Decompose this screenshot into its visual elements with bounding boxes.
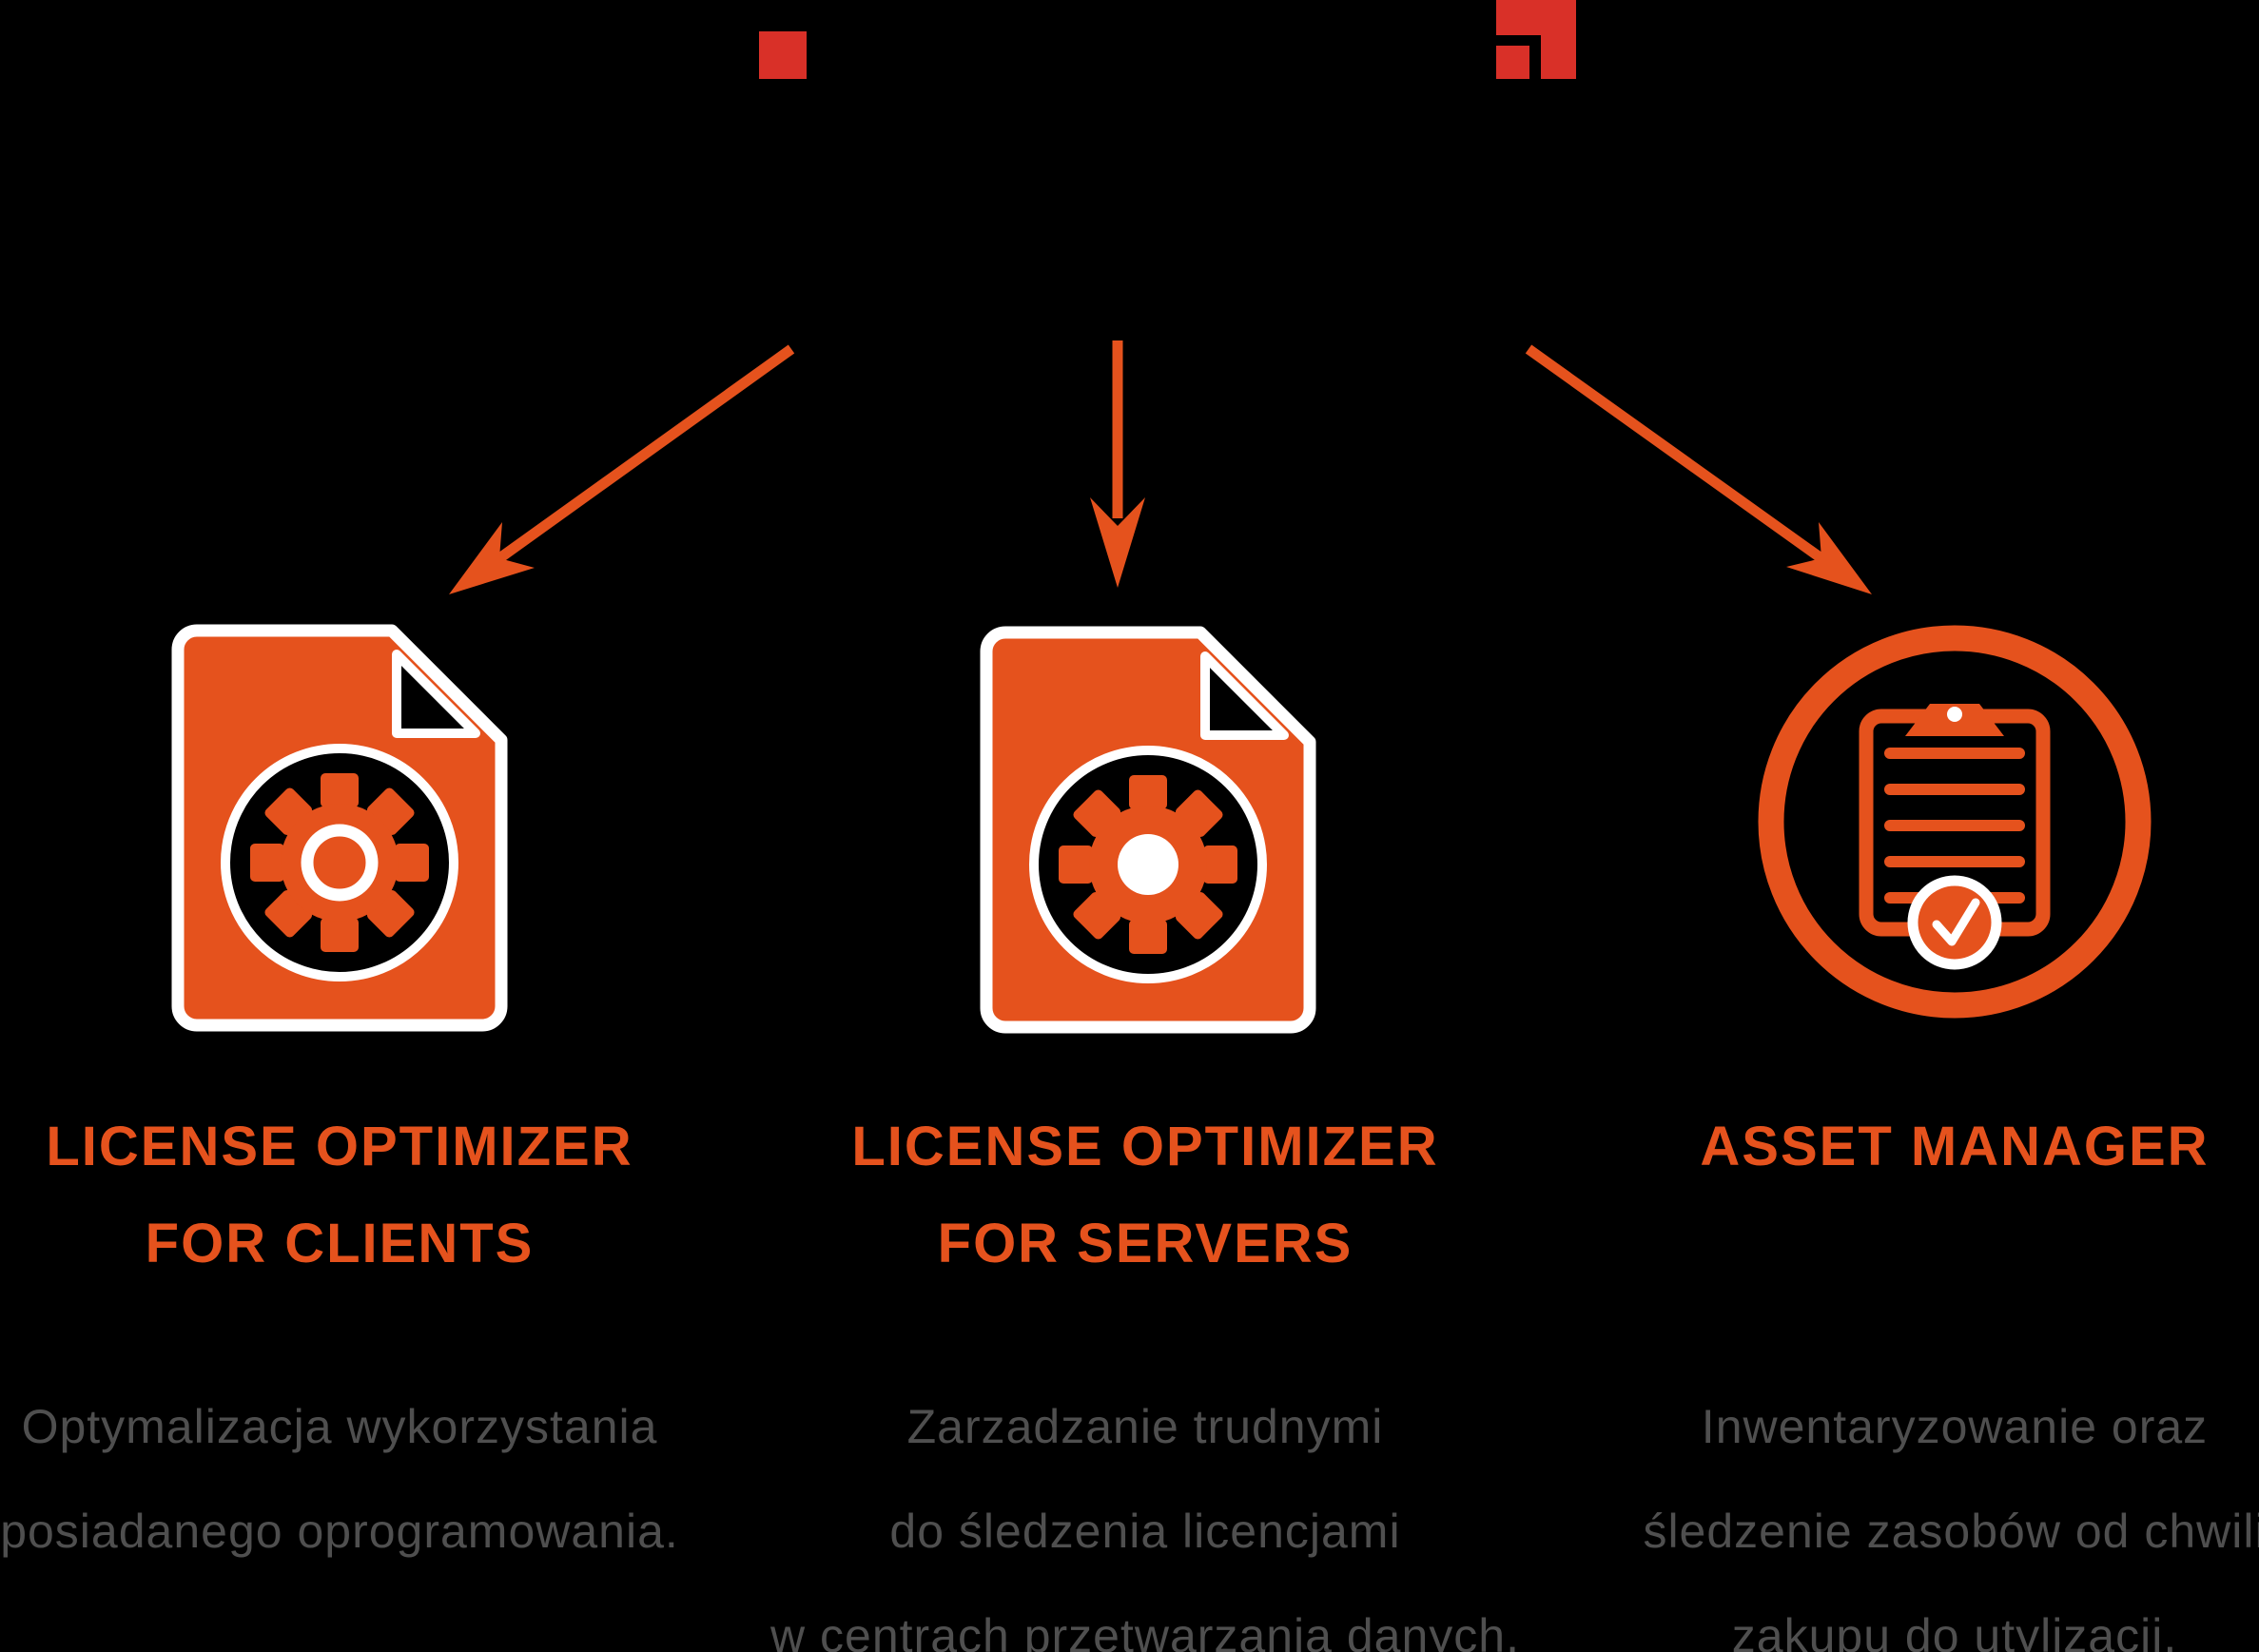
title-line: FOR SERVERS <box>937 1213 1353 1274</box>
description-servers: Zarzadzanie trudnymi do śledzenia licenc… <box>755 1374 1535 1652</box>
gear-icon <box>250 773 429 952</box>
description-line: Optymalizacja wykorzystania <box>21 1400 658 1453</box>
description-clients: Optymalizacja wykorzystania posiadanego … <box>0 1374 730 1584</box>
description-line: Inwentaryzowanie oraz <box>1701 1400 2209 1453</box>
description-line: do śledzenia licencjami <box>889 1505 1401 1558</box>
description-line: zakupu do utylizacji. <box>1731 1609 2178 1652</box>
gear-icon <box>1059 775 1237 954</box>
title-line: LICENSE OPTIMIZER <box>46 1116 633 1177</box>
right-logo-nested-squares-icon <box>1496 0 1576 79</box>
title-line: FOR CLIENTS <box>145 1213 535 1274</box>
document-gear-icon <box>980 626 1316 1034</box>
left-logo-red-square-icon <box>759 31 807 79</box>
description-line: Zarzadzanie trudnymi <box>906 1400 1384 1453</box>
title-asset-manager: ASSET MANAGER <box>1565 1098 2259 1195</box>
title-license-optimizer-for-clients: LICENSE OPTIMIZER FOR CLIENTS <box>0 1098 730 1292</box>
arrow-to-clients-icon <box>449 344 795 594</box>
description-line: posiadanego oprogramowania. <box>0 1505 679 1558</box>
title-license-optimizer-for-servers: LICENSE OPTIMIZER FOR SERVERS <box>755 1098 1535 1292</box>
title-line: LICENSE OPTIMIZER <box>851 1116 1439 1177</box>
title-line: ASSET MANAGER <box>1700 1116 2210 1177</box>
clipboard-check-icon <box>1758 625 2152 1019</box>
arrow-to-asset-manager-icon <box>1525 344 1872 594</box>
arrow-to-servers-icon <box>1090 340 1145 588</box>
description-line: śledzenie zasobów od chwili <box>1643 1505 2259 1558</box>
description-line: w centrach przetwarzania danych. <box>770 1609 1520 1652</box>
document-gear-icon <box>171 624 508 1032</box>
checkmark-icon <box>1932 898 1980 946</box>
description-asset-manager: Inwentaryzowanie oraz śledzenie zasobów … <box>1565 1374 2259 1652</box>
